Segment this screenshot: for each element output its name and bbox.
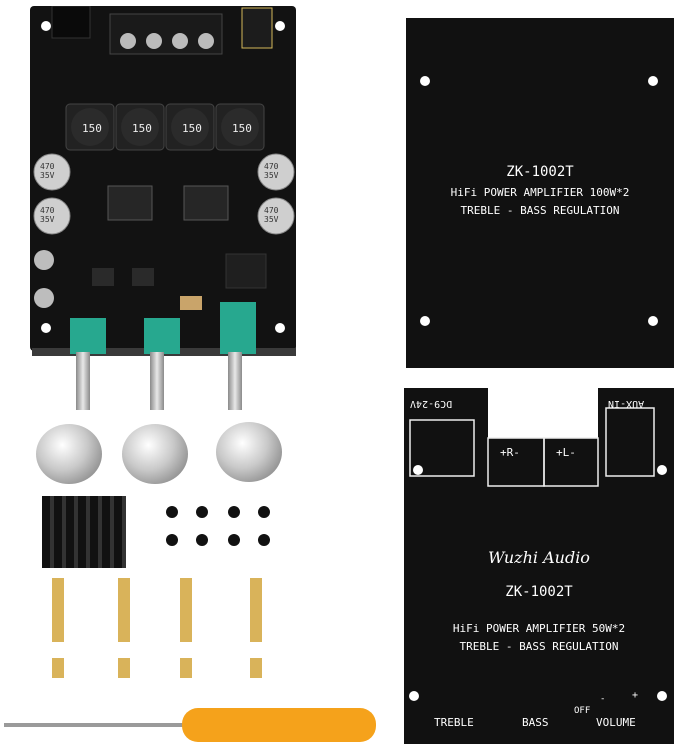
bottom-panel: DC9-24V AUX-IN +R- +L- Wuzhi Audio ZK-10… (404, 388, 674, 744)
standoff-3 (180, 578, 192, 642)
right-speaker-label: +R- (500, 446, 520, 459)
bass-label: BASS (522, 716, 549, 729)
top-panel-line2: TREBLE - BASS REGULATION (460, 204, 620, 217)
hole-3 (420, 316, 430, 326)
knob-1 (36, 424, 102, 484)
knob-3 (216, 422, 282, 482)
pot-shaft-bass (150, 352, 164, 410)
screwdriver-handle (182, 708, 376, 742)
standoff-nut-3 (180, 658, 192, 678)
top-panel-model: ZK-1002T (506, 164, 574, 180)
hole-2 (648, 76, 658, 86)
bottom-panel-line1: HiFi POWER AMPLIFIER 50W*2 (452, 622, 626, 635)
dc-input-label: DC9-24V (410, 398, 453, 409)
amplifier-board: 150 150 150 150 470 35V 470 35V 470 35V … (30, 5, 300, 356)
left-speaker-label: +L- (556, 446, 576, 459)
knob-2 (122, 424, 188, 484)
bottom-panel-model: ZK-1002T (505, 584, 573, 600)
inductor-label-1: 150 (82, 122, 102, 135)
minus-label: - (600, 694, 606, 704)
standoff-nut-4 (250, 658, 262, 678)
cap-label-1: 470 35V (40, 162, 55, 180)
off-label: OFF (574, 706, 591, 716)
brand-logo: Wuzhi Audio (488, 548, 590, 567)
screw-grid (166, 506, 270, 546)
pot-shaft-treble (76, 352, 90, 410)
cap-label-2: 470 35V (40, 206, 55, 224)
top-panel-line1: HiFi POWER AMPLIFIER 100W*2 (450, 186, 630, 199)
volume-label: VOLUME (596, 716, 636, 729)
standoff-nut-1 (52, 658, 64, 678)
inductors (65, 103, 265, 151)
standoff-nut-2 (118, 658, 130, 678)
bottom-panel-line2: TREBLE - BASS REGULATION (459, 640, 619, 653)
pcb-illustration (30, 5, 296, 356)
screws (160, 502, 280, 548)
aux-input-label: AUX-IN (608, 398, 645, 409)
standoff-1 (52, 578, 64, 642)
cap-label-3: 470 35V (264, 162, 279, 180)
capacitors (33, 153, 295, 308)
heatsink (42, 496, 126, 568)
standoff-4 (250, 578, 262, 642)
top-panel: ZK-1002T HiFi POWER AMPLIFIER 100W*2 TRE… (406, 18, 674, 368)
bottom-panel-shape (404, 388, 674, 744)
pot-shaft-volume (228, 352, 242, 410)
hole-4 (648, 316, 658, 326)
plus-label: + (632, 690, 639, 701)
inductor-label-4: 150 (232, 122, 252, 135)
hole-1 (420, 76, 430, 86)
inductor-label-2: 150 (132, 122, 152, 135)
inductor-label-3: 150 (182, 122, 202, 135)
treble-label: TREBLE (434, 716, 474, 729)
screwdriver-shaft (4, 723, 184, 727)
cap-label-4: 470 35V (264, 206, 279, 224)
standoff-2 (118, 578, 130, 642)
